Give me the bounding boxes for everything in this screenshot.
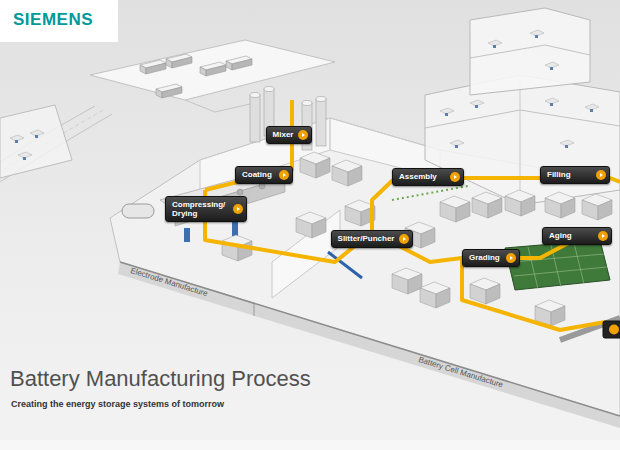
machine bbox=[505, 190, 535, 216]
office-floor-line bbox=[425, 110, 620, 128]
cut-off-station-tag bbox=[603, 321, 620, 338]
truck bbox=[226, 56, 252, 70]
robot-arm bbox=[232, 222, 238, 236]
station-name: Assembly bbox=[399, 172, 437, 181]
machine bbox=[582, 194, 612, 220]
route-line bbox=[462, 258, 605, 330]
office-building bbox=[425, 8, 620, 205]
station-label: Coating bbox=[235, 166, 293, 184]
arrow-icon bbox=[609, 325, 619, 335]
truck bbox=[200, 62, 226, 76]
desk-group bbox=[10, 135, 24, 143]
desk-group bbox=[585, 104, 599, 112]
desk-group bbox=[470, 100, 484, 108]
arrow-icon bbox=[233, 204, 243, 214]
office-tower bbox=[470, 8, 590, 95]
truck bbox=[140, 60, 166, 74]
logo-panel bbox=[0, 0, 118, 42]
station-name: Coating bbox=[242, 170, 272, 179]
desk-group bbox=[545, 98, 559, 106]
machine bbox=[392, 268, 422, 294]
arrow-icon bbox=[506, 253, 516, 263]
desk-group bbox=[440, 108, 454, 116]
machine bbox=[545, 192, 575, 218]
left-building bbox=[0, 105, 72, 178]
glass-wall bbox=[200, 118, 330, 192]
mixer-tank bbox=[250, 93, 260, 143]
station-label: Aging bbox=[542, 227, 612, 245]
office-wall bbox=[520, 75, 521, 205]
machine bbox=[420, 282, 450, 308]
section-divider bbox=[254, 304, 255, 316]
desk-group bbox=[545, 62, 559, 70]
machine bbox=[300, 152, 330, 178]
station-label: Mixer bbox=[266, 126, 313, 144]
station-name: Slitter/Puncher bbox=[338, 234, 395, 243]
truck bbox=[156, 84, 182, 98]
station-name: Grading bbox=[469, 253, 500, 262]
desk-group bbox=[18, 152, 32, 160]
machine bbox=[470, 278, 500, 304]
truck bbox=[166, 54, 192, 68]
desk-group bbox=[560, 140, 574, 148]
desk-group bbox=[530, 30, 544, 38]
desk-group bbox=[488, 40, 502, 48]
arrow-icon bbox=[279, 170, 289, 180]
brand-logo: SIEMENS bbox=[13, 10, 93, 30]
office-floor-line bbox=[470, 45, 590, 58]
arrow-icon bbox=[598, 231, 608, 241]
machines bbox=[122, 87, 620, 341]
station-name: Filling bbox=[547, 170, 571, 179]
arrow-icon bbox=[298, 130, 308, 140]
machine bbox=[332, 160, 362, 186]
machine bbox=[296, 212, 326, 238]
building-outline bbox=[0, 105, 72, 178]
arrow-icon bbox=[596, 170, 606, 180]
robot-arm bbox=[184, 228, 190, 242]
mixer-tank bbox=[316, 97, 326, 147]
page-title: Battery Manufacturing Process bbox=[10, 366, 311, 392]
roller bbox=[237, 189, 243, 195]
desk-group bbox=[30, 130, 44, 138]
arrow-icon bbox=[450, 172, 460, 182]
station-name: Compressing/ Drying bbox=[172, 200, 228, 218]
machine bbox=[472, 192, 502, 218]
station-label: Compressing/ Drying bbox=[165, 196, 247, 222]
caption: Creating the energy storage systems of t… bbox=[11, 399, 224, 409]
process-route bbox=[205, 100, 620, 330]
machine bbox=[440, 196, 470, 222]
station-name: Aging bbox=[549, 231, 572, 240]
desk-group bbox=[450, 140, 464, 148]
station-label: Slitter/Puncher bbox=[331, 230, 414, 248]
station-label: Grading bbox=[462, 249, 520, 267]
assembly-line bbox=[392, 186, 468, 200]
station-label: Filling bbox=[540, 166, 610, 184]
tanker bbox=[122, 204, 154, 218]
station-name: Mixer bbox=[273, 130, 294, 139]
arrow-icon bbox=[399, 234, 409, 244]
station-label: Assembly bbox=[392, 168, 464, 186]
bottom-strip bbox=[0, 440, 620, 450]
route-line bbox=[205, 178, 620, 262]
road-edge bbox=[185, 100, 250, 112]
route-line bbox=[205, 100, 292, 190]
lot-surface bbox=[90, 40, 335, 100]
